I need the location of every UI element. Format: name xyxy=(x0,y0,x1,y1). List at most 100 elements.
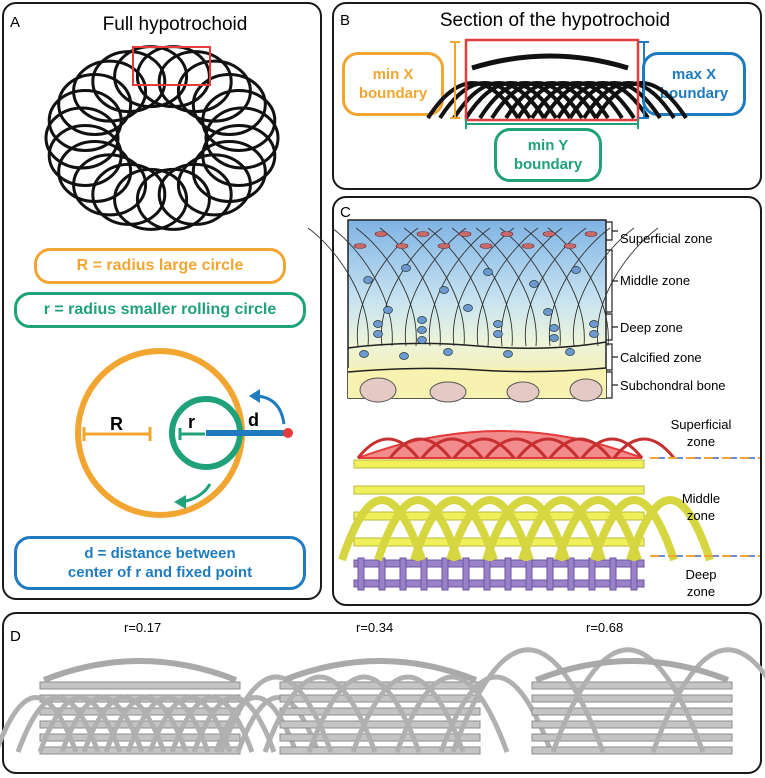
R-definition-text: R = radius large circle xyxy=(76,257,244,274)
zone-label-middle: Middle zone xyxy=(620,273,691,288)
section-box xyxy=(464,38,640,122)
chondrocyte xyxy=(363,276,373,284)
deep-zone-layer xyxy=(353,557,645,591)
r-label-0.17: r=0.17 xyxy=(124,620,162,635)
deep-zone-post xyxy=(609,557,617,591)
min-y-line2: boundary xyxy=(513,156,583,173)
chondrocyte xyxy=(416,231,430,237)
chondrocyte xyxy=(395,243,409,249)
middle-zone-strut xyxy=(353,485,645,495)
hypotrochoid-loops xyxy=(44,45,280,231)
collagen-fiber xyxy=(331,227,393,347)
scaffold-arc xyxy=(394,674,510,753)
scaffold-middle-line1: Middle xyxy=(681,491,721,506)
scaffold-label-middle: Middle zone xyxy=(655,490,747,524)
scaffold-deep-line2: zone xyxy=(686,584,716,599)
chondrocyte xyxy=(417,336,427,344)
superficial-zone-arc xyxy=(452,437,516,459)
deep-zone-post xyxy=(462,557,470,591)
scaffold-r-0.68 xyxy=(450,647,765,755)
zone-brackets xyxy=(606,221,618,399)
deep-zone-post xyxy=(378,557,386,591)
hypotrochoid-loop xyxy=(113,167,189,231)
scaffold-top-arc xyxy=(282,658,478,683)
scaffold-arc xyxy=(0,694,79,753)
chondrocyte xyxy=(443,348,453,356)
collagen-fiber xyxy=(547,227,609,347)
superficial-zone-arc xyxy=(612,437,676,459)
deep-zone-post xyxy=(420,557,428,591)
section-arc xyxy=(426,81,520,120)
chondrocyte xyxy=(437,243,451,249)
scaffold-arc xyxy=(103,694,189,753)
chondrocyte xyxy=(493,330,503,338)
d-definition-line2: center of r and fixed point xyxy=(67,564,253,581)
hypotrochoid-loop xyxy=(72,59,148,123)
superficial-zone-arc xyxy=(420,437,484,459)
chondrocyte xyxy=(353,243,367,249)
scaffold-top-arc xyxy=(42,658,238,683)
min-x-boundary: min X boundary xyxy=(342,52,444,116)
middle-zone-arc xyxy=(518,496,606,562)
zone-label-deep: Deep zone xyxy=(620,320,683,335)
chondrocyte xyxy=(565,348,575,356)
chondrocyte xyxy=(529,280,539,288)
section-arc xyxy=(582,81,676,120)
zone-dividers xyxy=(650,457,760,557)
deep-zone-post xyxy=(546,557,554,591)
section-arc xyxy=(568,81,662,120)
subchondral-bone-blob xyxy=(506,381,540,403)
max-x-line1: max X xyxy=(671,66,717,83)
zone-label-superficial: Superficial zone xyxy=(620,231,713,246)
scaffold-arc xyxy=(213,694,299,753)
horizontal-strut xyxy=(279,720,481,729)
scaffold-arc xyxy=(37,694,123,753)
chondrocyte xyxy=(374,231,388,237)
cartilage-histology-figure xyxy=(307,219,659,403)
chondrocyte xyxy=(549,334,559,342)
scaffold-struts xyxy=(0,658,321,755)
middle-zone-arc xyxy=(374,496,462,562)
chondrocyte xyxy=(417,316,427,324)
chondrocyte xyxy=(373,330,383,338)
collagen-fiber xyxy=(355,227,417,347)
superficial-zone-arc xyxy=(484,437,548,459)
subchondral-bone-blob xyxy=(359,377,397,403)
scaffold-struts xyxy=(218,658,554,755)
middle-zone-arc xyxy=(554,496,642,562)
r-definition: r = radius smaller rolling circle xyxy=(14,292,306,328)
deep-zone-strut xyxy=(353,559,645,568)
section-arc xyxy=(452,81,546,120)
middle-zone-arc xyxy=(446,496,534,562)
chondrocyte xyxy=(401,264,411,272)
collagen-fiber xyxy=(475,227,537,347)
collagen-fiber xyxy=(307,227,369,347)
scaffold-arc xyxy=(262,674,378,753)
scaffold-r-0.17 xyxy=(0,658,321,755)
chondrocyte xyxy=(542,231,556,237)
deep-zone-post xyxy=(588,557,596,591)
cement-line xyxy=(347,367,607,373)
chondrocyte xyxy=(584,231,598,237)
chondrocyte xyxy=(463,304,473,312)
superficial-zone-layer xyxy=(356,430,676,459)
superficial-zone-arc xyxy=(516,437,580,459)
symbol-R: R xyxy=(110,414,123,434)
horizontal-strut xyxy=(39,681,241,690)
scaffold-arc xyxy=(15,694,101,753)
chondrocyte xyxy=(543,308,553,316)
r-label-0.68: r=0.68 xyxy=(586,620,624,635)
horizontal-strut xyxy=(531,694,733,703)
scaffold-arc xyxy=(550,647,706,753)
section-arc xyxy=(490,81,584,120)
section-arc xyxy=(516,81,610,120)
middle-zone-strut xyxy=(353,459,645,469)
hypotrochoid-loop xyxy=(47,124,123,187)
scaffold-arc xyxy=(218,674,334,753)
d-definition: d = distance between center of r and fix… xyxy=(14,536,306,590)
panel-c-label: C xyxy=(340,204,351,221)
deep-zone-post xyxy=(399,557,407,591)
panel-b-title: Section of the hypotrochoid xyxy=(439,10,671,31)
scaffold-arc xyxy=(235,694,321,753)
panel-a-title: Full hypotrochoid xyxy=(102,14,248,35)
